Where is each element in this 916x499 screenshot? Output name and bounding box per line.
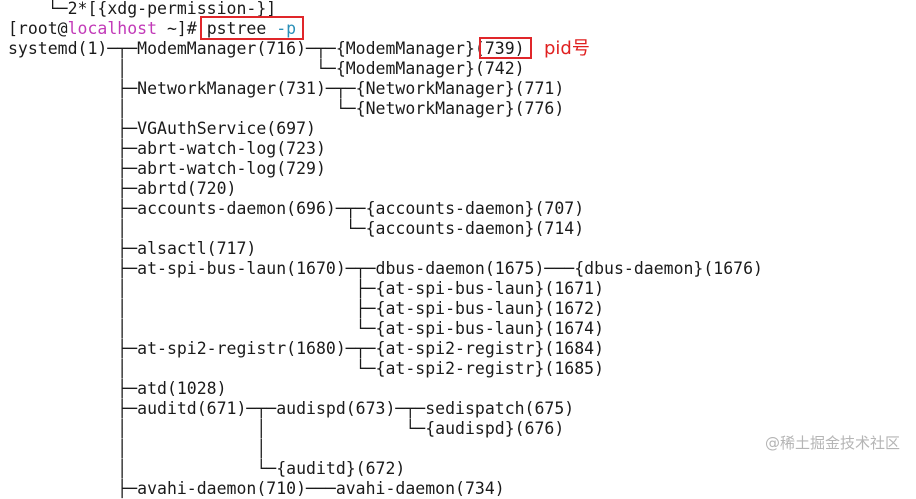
- tree-line: ├─atd(1028): [8, 379, 227, 398]
- command-text: pstree: [206, 19, 277, 38]
- tree-line: ├─avahi-daemon(710)───avahi-daemon(734): [8, 479, 505, 498]
- tree-line: │ └─{NetworkManager}(776): [8, 99, 565, 118]
- tree-line: │ ├─{at-spi-bus-laun}(1672): [8, 299, 605, 318]
- tree-line: ├─at-spi-bus-laun(1670)─┬─dbus-daemon(16…: [8, 259, 763, 278]
- tree-line: │ └─{ModemManager}(742): [8, 59, 525, 78]
- tree-line: ├─at-spi2-registr(1680)─┬─{at-spi2-regis…: [8, 339, 605, 358]
- previous-output-line: └─2*[{xdg-permission-}]: [8, 0, 277, 18]
- tree-line: ├─abrt-watch-log(729): [8, 159, 326, 178]
- tree-line: │ └─{at-spi-bus-laun}(1674): [8, 319, 605, 338]
- command-flag: -p: [276, 19, 297, 38]
- tree-line: ├─VGAuthService(697): [8, 119, 316, 138]
- pid-highlight-box: [479, 37, 532, 59]
- tree-line: ├─accounts-daemon(696)─┬─{accounts-daemo…: [8, 199, 585, 218]
- tree-line: │ │: [8, 439, 267, 458]
- prompt-path: ~]#: [157, 19, 207, 38]
- command-prompt-line: [root@localhost ~]# pstree -p: [8, 19, 296, 39]
- tree-line: systemd(1)─┬─ModemManager(716)─┬─{ModemM…: [8, 39, 525, 58]
- tree-line: ├─alsactl(717): [8, 239, 257, 258]
- pid-annotation: pid号: [544, 38, 590, 59]
- command-highlight-box: [200, 16, 304, 40]
- tree-line: ├─NetworkManager(731)─┬─{NetworkManager}…: [8, 79, 565, 98]
- watermark: @稀土掘金技术社区: [764, 434, 900, 452]
- tree-line: │ │ └─{audispd}(676): [8, 419, 565, 438]
- tree-line: │ └─{at-spi2-registr}(1685): [8, 359, 605, 378]
- prompt-user: [root@: [8, 19, 68, 38]
- tree-line: │ ├─{at-spi-bus-laun}(1671): [8, 279, 605, 298]
- tree-line: │ └─{auditd}(672): [8, 459, 406, 478]
- tree-line: ├─auditd(671)─┬─audispd(673)─┬─sedispatc…: [8, 399, 575, 418]
- tree-line: │ └─{accounts-daemon}(714): [8, 219, 585, 238]
- prompt-host: localhost: [67, 19, 158, 38]
- tree-line: ├─abrtd(720): [8, 179, 237, 198]
- tree-line: ├─abrt-watch-log(723): [8, 139, 326, 158]
